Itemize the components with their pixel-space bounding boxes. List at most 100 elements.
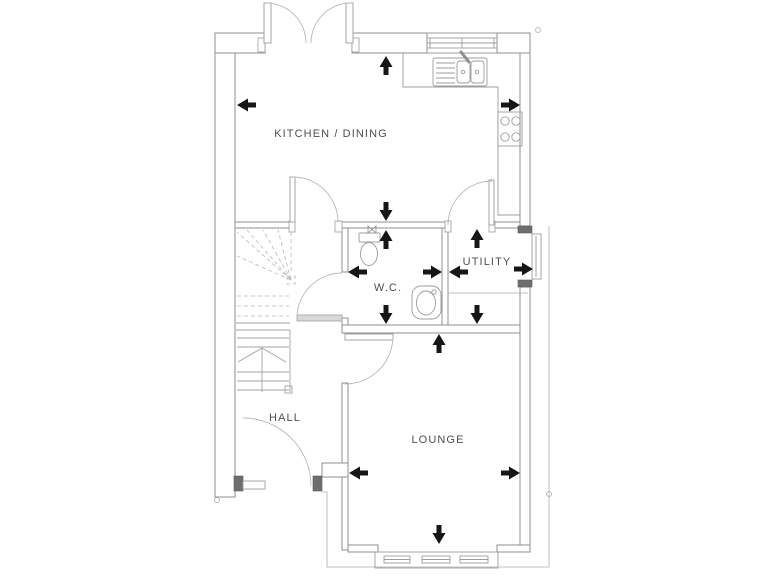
windows	[374, 32, 499, 569]
basin-icon	[411, 285, 442, 320]
wc-top-wall	[336, 221, 449, 229]
hob-ring	[500, 116, 510, 126]
utility-door-arc	[447, 180, 493, 226]
porch-wall-stub	[321, 462, 349, 478]
sink-drain-1	[460, 69, 466, 75]
wc-door-leaf	[296, 314, 343, 322]
bottom-wall-left	[347, 544, 379, 553]
stairs-icon	[236, 229, 296, 394]
top-wall-left	[214, 32, 266, 54]
toilet-icon	[358, 225, 381, 266]
sink-tap	[459, 50, 471, 64]
back-door-leaf	[531, 233, 542, 280]
basin-tap	[431, 289, 437, 295]
right-wall-upper	[519, 52, 531, 227]
bay-window-frame	[374, 551, 499, 569]
kitchen-door-leaf	[289, 176, 296, 223]
wc-utility-wall	[441, 227, 449, 326]
french-door-jamb-right	[351, 37, 360, 53]
french-door-leaf-left	[263, 2, 272, 44]
arrow-kitchen-left	[237, 98, 256, 112]
stair-winder-ray	[246, 229, 292, 281]
kitchen-window	[426, 32, 498, 54]
arrow-utility-left	[449, 265, 468, 279]
stair-winder-ray	[277, 229, 292, 281]
sink-bowl-2	[470, 60, 485, 84]
measurement-arrows	[237, 56, 533, 544]
kitchen-dining-label: KITCHEN / DINING	[274, 128, 388, 140]
arrow-wc-right	[423, 265, 442, 279]
kitchen-hall-wall	[234, 221, 294, 229]
worktop-edge	[402, 53, 520, 216]
sink-bowl-1	[456, 60, 471, 84]
front-door-jamb-left	[233, 475, 244, 492]
toilet-bowl	[360, 242, 378, 266]
lounge-top-wall	[341, 324, 521, 334]
french-door-jamb-left	[257, 37, 266, 53]
arrow-lounge-bottom	[432, 525, 446, 544]
back-door-jamb-top	[517, 225, 533, 234]
rainwater-pipe-left-icon	[214, 497, 220, 503]
wc-label: W.C.	[374, 282, 402, 294]
front-door-jamb-right	[312, 475, 323, 492]
right-wall-lower	[519, 286, 531, 546]
utility-door-leaf	[488, 179, 495, 226]
hob-ring	[511, 116, 521, 126]
basin-bowl	[416, 290, 436, 316]
patio-edge-line	[322, 226, 550, 568]
french-door-arc-left	[265, 2, 307, 44]
basin-outline	[411, 285, 442, 320]
lounge-label: LOUNGE	[411, 434, 464, 446]
arrow-wc-top	[379, 230, 393, 249]
toilet-cistern	[358, 232, 381, 243]
stair-winder-ray	[236, 231, 292, 281]
kitchen-door-arc	[292, 176, 339, 223]
interior-walls	[234, 221, 528, 551]
hob-ring	[511, 132, 521, 142]
utility-label: UTILITY	[463, 256, 512, 268]
doors	[242, 2, 542, 490]
lounge-bay-window	[374, 551, 499, 569]
stair-newel-top	[286, 275, 296, 285]
wc-fixtures	[358, 225, 442, 320]
rainwater-pipe-right-icon	[546, 491, 552, 497]
arrow-kitchen-top	[379, 56, 393, 75]
kitchen-door-jamb-right	[334, 220, 343, 233]
hall-label: HALL	[269, 412, 301, 424]
kitchen-door-jamb-left	[288, 220, 296, 233]
sink-drain-2	[474, 69, 480, 75]
back-door-jamb-bottom	[517, 279, 533, 288]
arrow-wc-left	[348, 265, 367, 279]
stair-winder-ray	[262, 229, 292, 281]
wc-door-arc	[296, 272, 343, 319]
arrow-lounge-left	[349, 466, 368, 480]
lounge-door-leaf	[344, 333, 394, 341]
arrow-utility-right	[514, 262, 533, 276]
top-wall-middle	[351, 32, 428, 54]
utility-top-wall	[491, 221, 521, 229]
exterior-walls	[214, 32, 531, 553]
hob-icon	[497, 111, 523, 147]
left-wall	[214, 32, 236, 498]
wc-left-wall-upper	[341, 227, 349, 273]
stair-winder-ray	[236, 255, 292, 281]
arrow-kitchen-right	[501, 98, 520, 112]
front-door-arc	[242, 417, 312, 487]
lounge-door-arc	[344, 335, 394, 385]
arrow-wc-bottom	[379, 305, 393, 324]
french-door-arc-right	[310, 2, 352, 44]
arrow-kitchen-to-wc-wall	[379, 202, 393, 221]
bottom-wall-right	[496, 544, 531, 553]
hob-outline	[497, 111, 523, 147]
arrow-lounge-top	[432, 334, 446, 353]
top-wall-right	[496, 32, 531, 54]
stair-newel-bottom	[284, 385, 293, 394]
site-outline	[214, 27, 552, 568]
rainwater-pipe-top-icon	[535, 27, 541, 33]
room-labels: KITCHEN / DINING W.C. UTILITY HALL LOUNG…	[269, 128, 512, 446]
front-door-leaf	[242, 480, 266, 490]
arrow-utility-bottom	[470, 305, 484, 324]
hob-ring	[500, 132, 510, 142]
